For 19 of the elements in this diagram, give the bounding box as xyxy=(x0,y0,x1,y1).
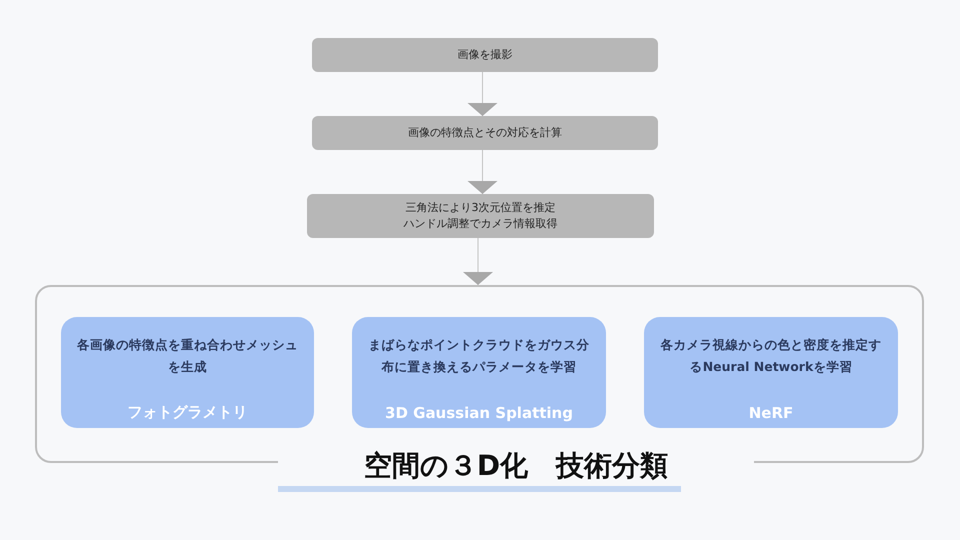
process-box xyxy=(312,38,658,72)
step-text: 三角法により3次元位置を推定 xyxy=(406,200,556,216)
arrow xyxy=(463,238,493,286)
method-description: 各カメラ視線からの色と密度を推定するNeural Networkを学習 xyxy=(660,336,882,376)
step-text: ハンドル調整でカメラ情報取得 xyxy=(404,216,558,232)
process-box xyxy=(307,194,654,238)
method-card xyxy=(352,317,606,428)
method-name: フォトグラメトリ xyxy=(126,403,248,422)
arrow xyxy=(468,72,498,116)
arrow xyxy=(468,150,498,194)
method-description: 各画像の特徴点を重ね合わせメッシュを生成 xyxy=(77,336,298,376)
method-name: NeRF xyxy=(748,404,794,422)
step-text: 画像の特徴点とその対応を計算 xyxy=(408,125,562,141)
method-name: 3D Gaussian Splatting xyxy=(384,404,574,422)
method-description: まばらなポイントクラウドをガウス分布に置き換えるパラメータを学習 xyxy=(368,336,590,376)
method-card xyxy=(644,317,898,428)
process-box xyxy=(312,116,658,150)
method-card xyxy=(61,317,314,428)
step-text: 画像を撮影 xyxy=(458,47,512,63)
